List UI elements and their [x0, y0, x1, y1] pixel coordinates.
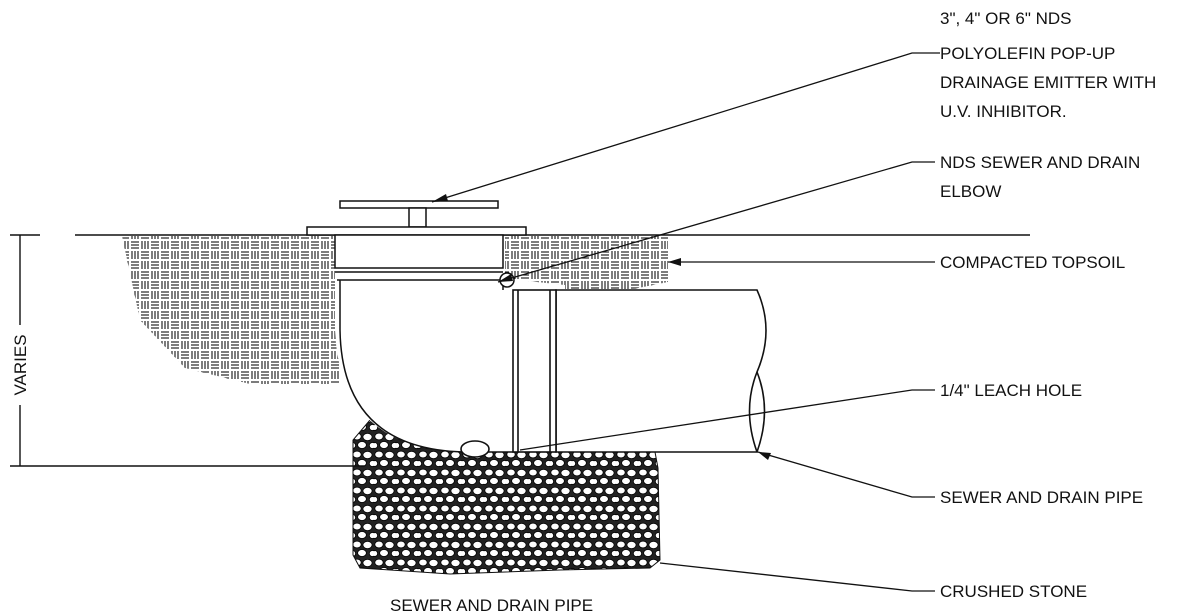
emitter-callout-line: 3", 4" OR 6" NDS [940, 9, 1071, 28]
pipe-callout: SEWER AND DRAIN PIPE [940, 488, 1143, 507]
elbow-callout-line: NDS SEWER AND DRAIN [940, 153, 1140, 172]
leach-hole-callout: 1/4" LEACH HOLE [940, 381, 1082, 400]
topsoil-callout: COMPACTED TOPSOIL [940, 253, 1125, 272]
callout-leaders [431, 52, 940, 592]
compacted-topsoil-area [122, 236, 668, 384]
elbow-callout: NDS SEWER AND DRAIN ELBOW [940, 153, 1145, 201]
emitter-callout: 3", 4" OR 6" NDS POLYOLEFIN POP-UP DRAIN… [940, 9, 1161, 121]
stone-callout: CRUSHED STONE [940, 582, 1087, 601]
leader-arrowheads [432, 194, 771, 460]
bottom-caption: SEWER AND DRAIN PIPE [390, 596, 593, 615]
elbow-callout-line: ELBOW [940, 182, 1001, 201]
varies-label: VARIES [11, 334, 30, 395]
sewer-drain-pipe [460, 289, 767, 458]
emitter-callout-line: DRAINAGE EMITTER WITH [940, 73, 1156, 92]
varies-dimension [10, 234, 365, 467]
pop-up-emitter [306, 200, 527, 236]
emitter-callout-line: POLYOLEFIN POP-UP [940, 44, 1115, 63]
sewer-drain-elbow [334, 234, 518, 453]
emitter-callout-line: U.V. INHIBITOR. [940, 102, 1067, 121]
